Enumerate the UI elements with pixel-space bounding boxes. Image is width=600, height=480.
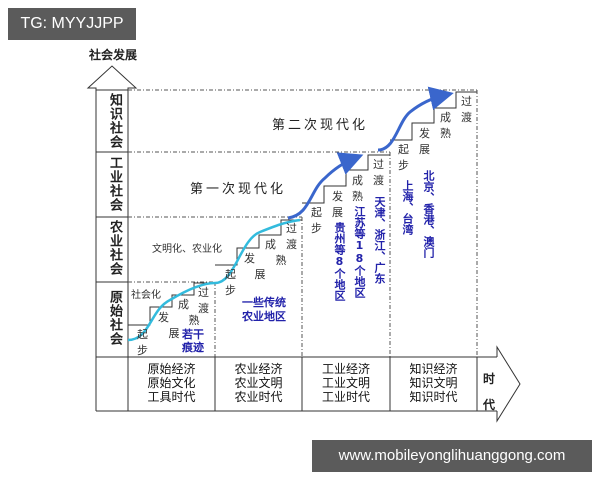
level-agricultural-society: 农业社会 xyxy=(107,220,122,276)
era-industrial: 工业经济工业文明工业时代 xyxy=(321,362,370,404)
second-modernization-label: 第二次现代化 xyxy=(272,118,369,133)
note-knowledge-shanghai: 上海、台湾 xyxy=(401,180,414,235)
stage-mature-primitive: 成 熟 xyxy=(178,298,200,327)
stage-transition-primitive: 过渡 xyxy=(198,286,209,315)
note-industrial-tianjin: 天津、浙江、广东 xyxy=(373,196,386,284)
stage-develop-knowledge: 发展 xyxy=(419,127,430,156)
stage-start-industrial: 起步 xyxy=(311,206,322,235)
stage-mature-agricultural: 成 熟 xyxy=(265,238,287,267)
stage-start-knowledge: 起步 xyxy=(398,143,409,172)
x-axis-title: 时代 xyxy=(483,372,496,412)
socialization-label: 社会化 xyxy=(131,290,161,301)
watermark-tag: TG: MYYJJPP xyxy=(8,8,136,40)
era-agricultural: 农业经济农业文明农业时代 xyxy=(234,362,283,404)
y-axis-arrow xyxy=(86,65,138,358)
level-knowledge-society: 知识社会 xyxy=(107,93,122,149)
stage-mature-industrial: 成熟 xyxy=(352,174,363,203)
civilization-agriculture-label: 文明化、农业化 xyxy=(152,244,222,255)
level-primitive-society: 原始社会 xyxy=(107,290,122,346)
stage-develop-agricultural: 发 展 xyxy=(244,252,266,281)
cyan-development-curve xyxy=(127,218,301,342)
stage-develop-industrial: 发展 xyxy=(332,190,343,219)
watermark-url: www.mobileyonglihuanggong.com xyxy=(312,440,592,472)
note-primitive: 若干痕迹 xyxy=(182,328,204,354)
first-modernization-label: 第一次现代化 xyxy=(190,182,287,197)
note-knowledge-beijing: 北京、香港、澳门 xyxy=(422,170,435,258)
stage-start-primitive: 起步 xyxy=(137,328,148,357)
note-industrial-guizhou: 贵州等8个地区 xyxy=(333,222,346,301)
note-industrial-jiangsu: 江苏等18个地区 xyxy=(353,206,366,298)
stage-transition-agricultural: 过渡 xyxy=(286,222,297,251)
y-axis-title: 社会发展 xyxy=(89,48,138,62)
x-axis-arrow xyxy=(496,345,521,423)
level-industrial-society: 工业社会 xyxy=(107,156,122,212)
era-knowledge: 知识经济知识文明知识时代 xyxy=(409,362,458,404)
era-primitive: 原始经济原始文化工具时代 xyxy=(147,362,196,404)
stage-transition-knowledge: 过渡 xyxy=(461,95,472,124)
note-agricultural: 一些传统农业地区 xyxy=(242,296,286,323)
stage-develop-primitive: 发 展 xyxy=(158,311,180,340)
stage-mature-knowledge: 成熟 xyxy=(440,111,451,140)
stage-start-agricultural: 起步 xyxy=(225,268,236,297)
stage-transition-industrial: 过渡 xyxy=(373,158,384,187)
second-modernization-arrow xyxy=(377,86,454,152)
first-modernization-arrow xyxy=(287,152,364,220)
